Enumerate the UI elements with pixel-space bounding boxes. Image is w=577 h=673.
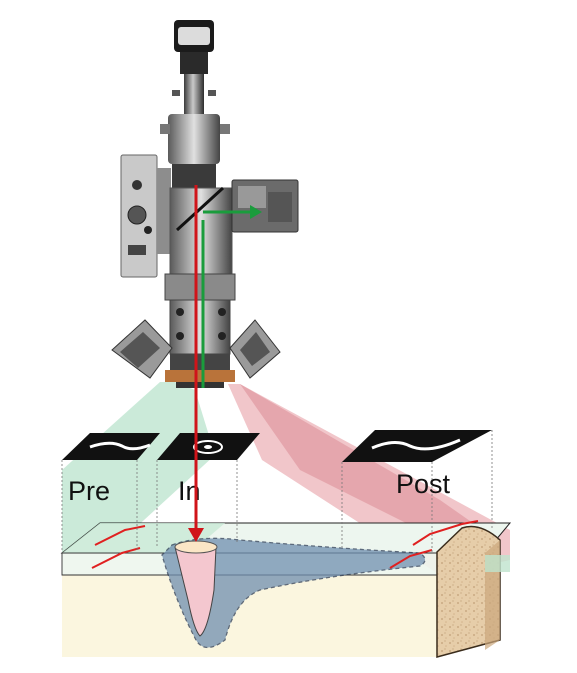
projection-guides (61, 430, 493, 553)
melt-pool-trail (161, 537, 426, 649)
pre-sensing-region (62, 382, 215, 553)
weld-seam-pre-front (91, 547, 141, 569)
beam-splitter-icon (175, 186, 225, 232)
weld-seam-post-front (389, 549, 433, 569)
post-image-tile (342, 430, 492, 462)
pre-label: Pre (68, 476, 110, 506)
weld-seam-pre-top (94, 525, 146, 546)
keyhole-opening (174, 540, 218, 554)
weld-seam-post-top (412, 520, 479, 546)
post-label: Post (396, 469, 451, 499)
laser-welding-head-icon (111, 20, 299, 388)
laser-beam-arrowhead (188, 528, 204, 542)
sensor-beam-arrowhead (250, 205, 262, 219)
in-image-tile (157, 433, 260, 460)
green-band-right (485, 555, 510, 572)
pre-image-tile (62, 433, 160, 460)
